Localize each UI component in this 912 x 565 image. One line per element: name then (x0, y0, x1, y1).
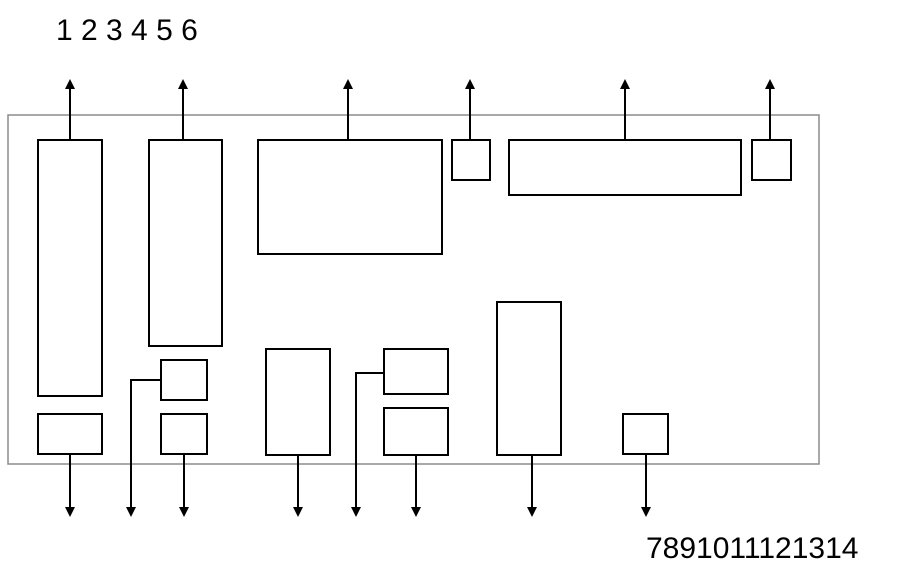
arrow-down-11 (351, 372, 384, 517)
block-5 (508, 139, 742, 196)
arrow-down-8 (126, 379, 161, 517)
block-8 (160, 359, 208, 401)
block-13 (496, 301, 562, 456)
block-4 (451, 139, 491, 181)
block-3 (257, 139, 443, 255)
block-12 (383, 407, 449, 456)
block-10 (265, 348, 331, 456)
block-1 (37, 139, 103, 397)
top-pin-labels: 1 2 3 4 5 6 (56, 14, 198, 47)
block-9 (160, 413, 208, 455)
board-outline (7, 114, 820, 465)
block-7 (37, 413, 103, 455)
block-11 (383, 348, 449, 395)
block-14 (622, 413, 669, 455)
block-6 (751, 139, 792, 181)
block-2 (148, 139, 223, 347)
bottom-pin-labels: 7891011121314 (646, 532, 858, 565)
